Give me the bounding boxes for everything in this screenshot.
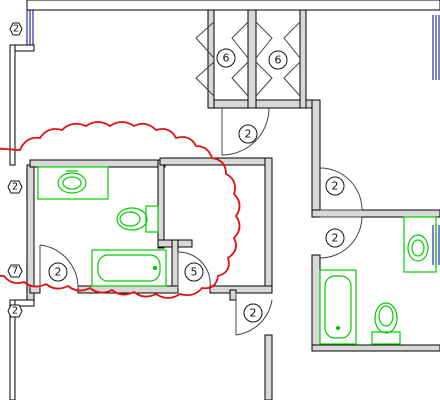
closet-door-mid2-upper	[255, 21, 273, 59]
window-tag: 2	[7, 180, 23, 194]
closet-door-right-upper	[283, 21, 301, 59]
svg-text:7: 7	[12, 266, 18, 277]
door-tag: 2	[325, 176, 345, 196]
fixtures	[37, 166, 437, 345]
door-tag: 6	[268, 50, 288, 70]
door-tag: 2	[325, 228, 345, 248]
windows	[26, 1, 440, 292]
door-arc-bottom	[235, 299, 273, 336]
door-tag: 5	[184, 262, 204, 282]
door-swings	[39, 21, 363, 336]
svg-text:6: 6	[275, 54, 282, 67]
svg-text:2: 2	[245, 128, 252, 141]
walls	[9, 0, 440, 400]
bathtub-left	[91, 249, 167, 287]
svg-text:2: 2	[12, 182, 18, 193]
door-tag: 2	[48, 262, 68, 282]
bathtub-right	[319, 269, 357, 345]
closet-door-right-lower	[283, 61, 301, 97]
svg-text:2: 2	[250, 307, 257, 320]
toilet-right	[371, 302, 401, 345]
sink-right	[403, 216, 437, 273]
door-arc-right-upper	[319, 167, 363, 211]
svg-text:2: 2	[12, 306, 18, 317]
svg-text:6: 6	[223, 52, 230, 65]
door-tag: 6	[216, 48, 236, 68]
window-tags: 2 2 7 2	[7, 22, 23, 318]
closet-door-left-upper	[195, 21, 215, 59]
svg-text:2: 2	[332, 180, 339, 193]
door-arc-top-center	[221, 107, 270, 156]
closet-door-mid-upper	[231, 21, 249, 59]
window-tag: 7	[7, 264, 23, 278]
revision-cloud	[0, 121, 241, 299]
toilet-left	[116, 205, 159, 233]
svg-text:2: 2	[55, 266, 62, 279]
sink-left	[37, 166, 109, 200]
door-tag: 2	[238, 124, 258, 144]
door-arc-bathroom	[39, 244, 79, 289]
svg-text:2: 2	[332, 232, 339, 245]
window-right-upper	[432, 15, 440, 80]
door-arc-closet	[177, 251, 211, 289]
svg-text:2: 2	[13, 24, 19, 35]
door-tags: 6 6 2 2 2 2 5 2	[48, 48, 345, 323]
closet-door-mid-lower	[231, 61, 249, 97]
window-left-upper	[26, 10, 34, 45]
svg-text:5: 5	[191, 266, 198, 279]
window-tag: 2	[7, 304, 23, 318]
door-arc-right-lower	[319, 216, 363, 259]
door-tag: 2	[243, 303, 263, 323]
window-tag: 2	[9, 22, 23, 36]
closet-door-mid2-lower	[255, 61, 273, 97]
closet-door-left-lower	[195, 61, 215, 97]
